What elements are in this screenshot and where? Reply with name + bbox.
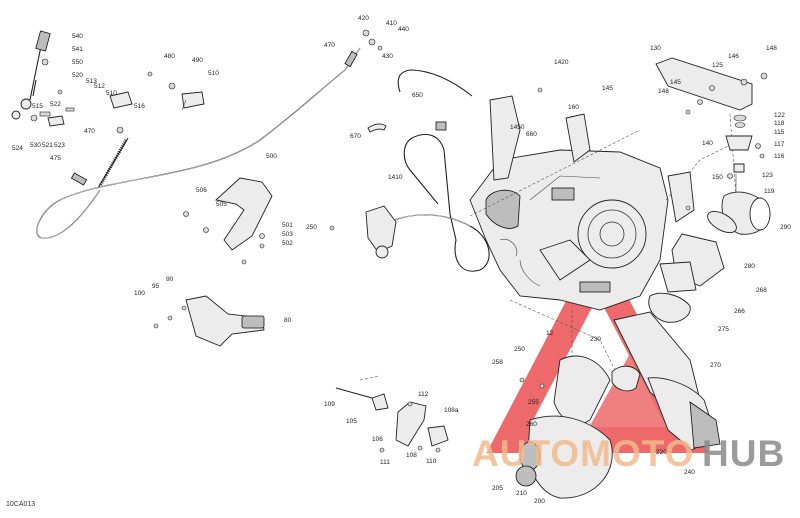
part-callout: 524 — [12, 145, 23, 152]
part-callout: 513 — [86, 78, 97, 85]
sensor-group — [147, 71, 205, 111]
part-callout: 660 — [526, 131, 537, 138]
part-callout: 200 — [534, 498, 545, 505]
part-callout: 503 — [282, 231, 293, 238]
part-callout: 268 — [756, 287, 767, 294]
part-callout: 530 — [30, 142, 41, 149]
part-callout: 119 — [764, 188, 775, 195]
part-callout: 115 — [774, 129, 785, 136]
part-callout: 130 — [650, 45, 661, 52]
part-callout: 470 — [84, 128, 95, 135]
part-callout: 145 — [602, 85, 613, 92]
part-callout: 111 — [380, 459, 390, 466]
engine-block — [329, 95, 669, 311]
callout-labels: 540 541 550 520 513 512 510 522 515 516 … — [12, 15, 791, 505]
part-callout: 80 — [284, 317, 292, 324]
part-callout: 105 — [346, 418, 357, 425]
part-callout: 100 — [134, 290, 145, 297]
part-callout: 123 — [762, 172, 773, 179]
pedal-bracket — [153, 295, 265, 347]
part-callout: 480 — [164, 53, 175, 60]
part-callout: 148 — [658, 88, 669, 95]
throttle-cable-assembly — [11, 29, 383, 239]
part-callout: 1410 — [388, 174, 403, 181]
part-callout: 1420 — [554, 59, 569, 66]
part-callout: 540 — [72, 33, 83, 40]
part-callout: 420 — [358, 15, 369, 22]
part-callout: 122 — [774, 112, 785, 119]
part-callout: 670 — [350, 133, 361, 140]
part-callout: 260 — [526, 421, 537, 428]
part-callout: 116 — [774, 153, 785, 160]
part-callout: 250 — [306, 224, 317, 231]
part-callout: 266 — [734, 308, 745, 315]
part-callout: 205 — [492, 485, 503, 492]
bracket-500 — [183, 177, 273, 265]
watermark-text: AUTOMOTO HUB — [472, 433, 785, 474]
part-callout: 108a — [444, 407, 459, 414]
part-callout: 520 — [72, 72, 83, 79]
part-callout: 501 — [282, 222, 293, 229]
part-callout: 90 — [166, 276, 174, 283]
part-callout: 522 — [50, 101, 61, 108]
part-callout: 523 — [54, 142, 65, 149]
part-callout: 150 — [712, 174, 723, 181]
part-callout: 516 — [134, 103, 145, 110]
part-callout: 140 — [702, 140, 713, 147]
part-callout: 109 — [324, 401, 335, 408]
part-callout: 275 — [718, 326, 729, 333]
part-callout: 521 — [42, 142, 53, 149]
part-callout: 148 — [766, 45, 777, 52]
part-callout: 270 — [710, 362, 721, 369]
part-callout: 290 — [780, 224, 791, 231]
part-callout: 500 — [266, 153, 277, 160]
part-callout: 108 — [406, 452, 417, 459]
part-callout: 118 — [774, 120, 785, 127]
part-callout: 220 — [656, 449, 667, 456]
part-callout: 250 — [514, 346, 525, 353]
part-callout: 255 — [528, 399, 539, 406]
watermark-text-right: HUB — [702, 433, 785, 474]
part-callout: 490 — [192, 57, 203, 64]
part-callout: 258 — [492, 359, 503, 366]
part-callout: 112 — [418, 391, 429, 398]
part-callout: 440 — [398, 26, 409, 33]
part-callout: 160 — [568, 104, 579, 111]
part-callout: 512 — [94, 83, 105, 90]
part-callout: 505 — [216, 201, 227, 208]
part-callout: 210 — [516, 490, 527, 497]
part-callout: 106 — [372, 436, 383, 443]
figure-code: 10CA013 — [6, 501, 35, 508]
part-callout: 95 — [152, 283, 160, 290]
part-callout: 117 — [774, 141, 785, 148]
part-callout: 475 — [50, 155, 61, 162]
part-callout: 510 — [208, 70, 219, 77]
cvt-ducts — [515, 191, 771, 499]
shift-bracket-group — [335, 387, 449, 453]
part-callout: 12 — [546, 330, 554, 337]
part-callout: 430 — [382, 53, 393, 60]
breather-parts — [367, 69, 543, 133]
part-callout: 240 — [684, 469, 695, 476]
part-callout: 550 — [72, 59, 83, 66]
part-callout: 1450 — [510, 124, 525, 131]
part-callout: 650 — [412, 92, 423, 99]
part-callout: 145 — [670, 79, 681, 86]
part-callout: 470 — [324, 42, 335, 49]
part-callout: 502 — [282, 240, 293, 247]
part-callout: 515 — [32, 103, 43, 110]
part-callout: 230 — [590, 336, 601, 343]
part-callout: 541 — [72, 46, 83, 53]
part-callout: 506 — [196, 187, 207, 194]
part-callout: 110 — [426, 458, 437, 465]
part-callout: 125 — [712, 62, 723, 69]
right-mount-parts — [655, 57, 768, 223]
part-callout: 510 — [106, 90, 117, 97]
part-callout: 280 — [744, 263, 755, 270]
watermark-text-left: AUTOMOTO — [472, 433, 694, 474]
part-callout: 146 — [728, 53, 739, 60]
part-callout: 410 — [386, 20, 397, 27]
